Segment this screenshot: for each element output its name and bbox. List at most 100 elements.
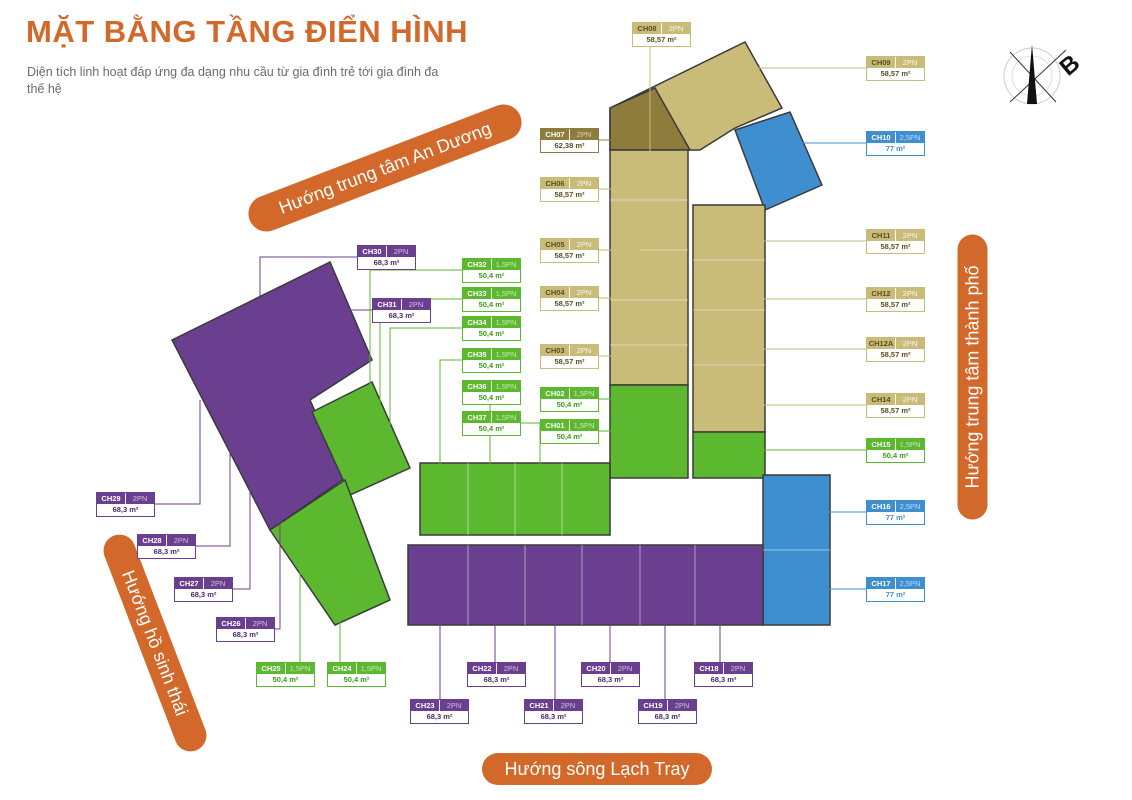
unit-type: 2PN — [386, 246, 415, 257]
unit-code: CH25 — [261, 664, 281, 673]
unit-area: 68,3 m² — [483, 675, 510, 684]
unit-code: CH30 — [362, 247, 382, 256]
unit-area: 77 m² — [885, 513, 906, 522]
leader-line — [739, 240, 866, 242]
unit-code: CH23 — [415, 701, 435, 710]
unit-area: 68,3 m² — [190, 590, 217, 599]
page-subtitle: Diện tích linh hoạt đáp ứng đa dạng nhu … — [27, 65, 439, 96]
unit-type: 1,5PN — [491, 349, 520, 360]
unit-area: 68,3 m² — [373, 258, 400, 267]
unit-type: 2PN — [895, 288, 924, 299]
leader-line — [273, 520, 281, 630]
unit-code: CH06 — [545, 179, 565, 188]
unit-code: CH37 — [467, 413, 487, 422]
unit-type: 2,5PN — [895, 501, 924, 512]
direction-song-lach-tray: Hướng sông Lạch Tray — [482, 753, 712, 785]
unit-area: 68,3 m² — [426, 712, 453, 721]
unit-type: 2PN — [667, 700, 696, 711]
unit-type: 2PN — [895, 230, 924, 241]
compass-icon: B — [1000, 40, 1085, 115]
unit-area: 68,3 m² — [710, 675, 737, 684]
unit-area: 50,4 m² — [343, 675, 370, 684]
unit-type: 2PN — [439, 700, 468, 711]
unit-code: CH14 — [871, 395, 891, 404]
leader-line — [369, 269, 462, 420]
unit-area: 50,4 m² — [478, 300, 505, 309]
unit-type: 2PN — [553, 700, 582, 711]
leader-line — [739, 400, 866, 406]
unit-area: 58,57 m² — [554, 357, 585, 366]
unit-area: 58,57 m² — [880, 350, 911, 359]
direction-thanh-pho: Hướng trung tâm thành phố — [957, 234, 988, 520]
block-green-diagonal-lower — [268, 478, 391, 626]
unit-code: CH26 — [221, 619, 241, 628]
unit-area: 62,38 m² — [554, 141, 585, 150]
unit-type: 1,5PN — [491, 381, 520, 392]
unit-type: 1,5PN — [569, 388, 598, 399]
unit-type: 2PN — [895, 394, 924, 405]
leader-line — [597, 295, 641, 299]
block-green-diagonal-upper — [311, 380, 411, 496]
unit-code: CH17 — [871, 579, 891, 588]
unit-type: 2PN — [245, 618, 274, 629]
unit-area: 50,4 m² — [478, 393, 505, 402]
unit-type: 2,5PN — [895, 132, 924, 143]
unit-code: CH11 — [871, 231, 891, 240]
unit-code: CH16 — [871, 502, 891, 511]
unit-area: 50,4 m² — [478, 361, 505, 370]
unit-code: CH04 — [545, 288, 565, 297]
block-purple-bottom — [407, 544, 764, 626]
unit-type: 1,5PN — [569, 420, 598, 431]
leader-line — [231, 480, 251, 590]
unit-code: CH29 — [101, 494, 121, 503]
unit-code: CH31 — [377, 300, 397, 309]
unit-code: CH08 — [637, 24, 657, 33]
leader-line — [153, 400, 201, 505]
leader-line — [739, 60, 866, 69]
unit-type: 2PN — [569, 345, 598, 356]
unit-area: 50,4 m² — [272, 675, 299, 684]
unit-code: CH24 — [332, 664, 352, 673]
unit-type: 2PN — [166, 535, 195, 546]
unit-area: 77 m² — [885, 144, 906, 153]
leader-line — [439, 359, 462, 480]
unit-area: 50,4 m² — [478, 424, 505, 433]
